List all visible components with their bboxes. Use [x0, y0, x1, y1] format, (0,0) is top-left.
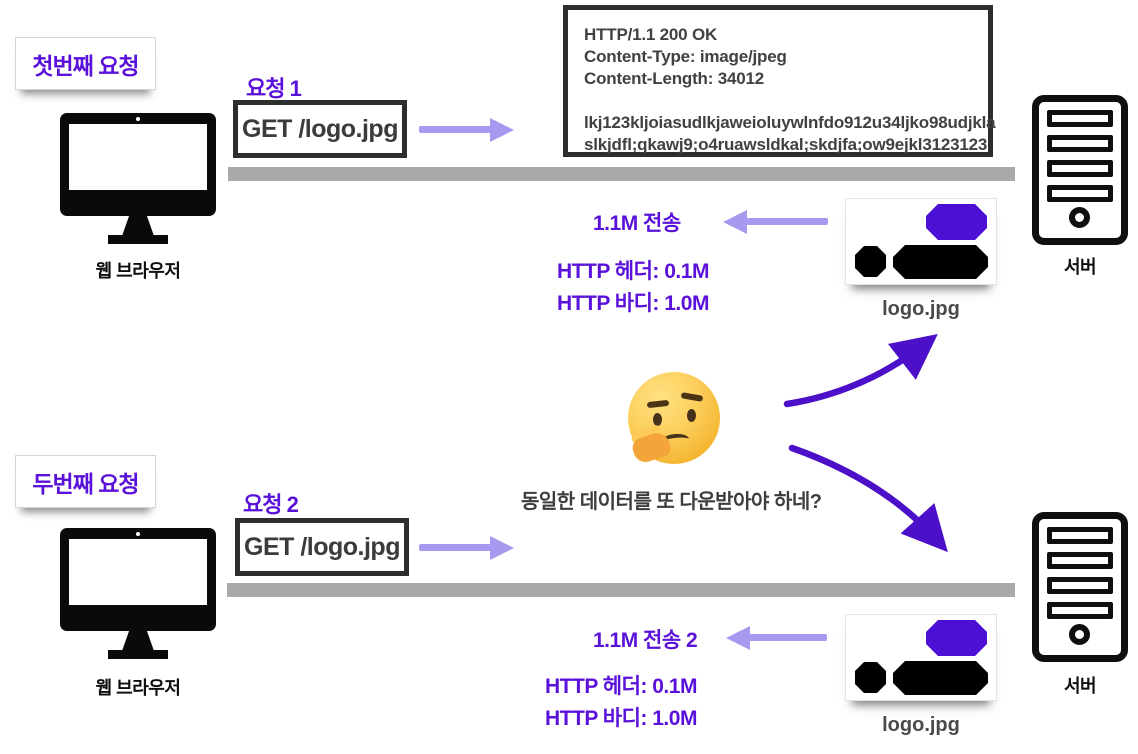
- arrow-left-1-icon: [746, 218, 828, 225]
- server-icon-1: [1032, 95, 1128, 245]
- logo-image-1: [845, 198, 997, 285]
- curved-arrows-icon: [783, 334, 948, 553]
- request-2-box: GET /logo.jpg: [235, 518, 409, 576]
- first-request-note: 첫번째 요청: [15, 37, 156, 90]
- logo-shape-small-black: [855, 246, 886, 277]
- response-box: HTTP/1.1 200 OK Content-Type: image/jpeg…: [563, 5, 996, 157]
- logo-label-1: logo.jpg: [882, 298, 960, 320]
- browser-label-2: 웹 브라우저: [95, 678, 181, 698]
- logo-label-2: logo.jpg: [882, 714, 960, 736]
- monitor-screen: [69, 124, 207, 190]
- logo-shape-small-black: [855, 662, 886, 693]
- logo-shape-large-black: [893, 245, 988, 279]
- response-content-length: Content-Length: 34012: [584, 69, 764, 88]
- arrow-right-1-icon: [419, 126, 491, 133]
- emoji-eye-right: [687, 409, 696, 422]
- server-slot: [1047, 135, 1113, 152]
- arrow-left-2-icon: [749, 634, 827, 641]
- server-slot: [1047, 552, 1113, 569]
- server-slot: [1047, 110, 1113, 127]
- request-2-text: GET /logo.jpg: [244, 532, 400, 561]
- response-body-line-1: lkj123kljoiasudlkjaweioluywlnfdo912u34lj…: [584, 113, 996, 132]
- response-body-line-2: slkjdfl;qkawj9;o4ruawsldkal;skdjfa;ow9ej…: [584, 135, 988, 154]
- http-header-size-2: HTTP 헤더: 0.1M: [545, 675, 697, 698]
- monitor-camera-dot: [136, 532, 140, 536]
- transfer-1-label: 1.1M 전송: [593, 212, 681, 235]
- server-slot: [1047, 527, 1113, 544]
- web-browser-icon-2: [60, 528, 216, 660]
- arrow-right-2-icon: [419, 544, 491, 551]
- second-request-note-text: 두번째 요청: [32, 470, 139, 497]
- http-body-size-2: HTTP 바디: 1.0M: [545, 707, 697, 730]
- server-icon-2: [1032, 512, 1128, 662]
- emoji-eye-left: [653, 413, 662, 426]
- monitor-stand: [122, 216, 154, 236]
- response-blank-line: [584, 90, 988, 112]
- browser-label-1: 웹 브라우저: [95, 261, 181, 281]
- response-content-type: Content-Type: image/jpeg: [584, 47, 787, 66]
- network-bar-1: [228, 167, 1015, 181]
- second-request-note: 두번째 요청: [15, 455, 156, 508]
- question-text: 동일한 데이터를 또 다운받아야 하네?: [521, 491, 822, 513]
- monitor-screen: [69, 539, 207, 605]
- request-1-text: GET /logo.jpg: [242, 114, 398, 143]
- curved-arrow-up-icon: [783, 334, 938, 408]
- response-status-line: HTTP/1.1 200 OK: [584, 25, 718, 44]
- server-slot: [1047, 602, 1113, 619]
- web-browser-icon-1: [60, 113, 216, 245]
- thinking-face-emoji-icon: [626, 372, 722, 468]
- http-body-size-1: HTTP 바디: 1.0M: [557, 292, 709, 315]
- curved-arrow-down-icon: [788, 444, 948, 553]
- request-1-box: GET /logo.jpg: [233, 100, 407, 158]
- server-slot: [1047, 160, 1113, 177]
- request-1-label: 요청 1: [246, 76, 302, 101]
- logo-shape-large-black: [893, 661, 988, 695]
- first-request-note-text: 첫번째 요청: [32, 52, 139, 79]
- logo-image-2: [845, 614, 997, 701]
- monitor-stand: [122, 631, 154, 651]
- monitor-base: [108, 650, 168, 659]
- monitor-base: [108, 235, 168, 244]
- request-2-label: 요청 2: [243, 492, 299, 517]
- network-bar-2: [227, 583, 1015, 597]
- server-label-1: 서버: [1063, 257, 1097, 277]
- server-power-dot: [1069, 624, 1090, 645]
- server-slot: [1047, 577, 1113, 594]
- http-header-size-1: HTTP 헤더: 0.1M: [557, 260, 709, 283]
- transfer-2-label: 1.1M 전송 2: [593, 629, 698, 652]
- logo-shape-purple: [926, 620, 987, 656]
- logo-shape-purple: [926, 204, 987, 240]
- server-power-dot: [1069, 207, 1090, 228]
- monitor-camera-dot: [136, 117, 140, 121]
- server-label-2: 서버: [1063, 676, 1097, 696]
- server-slot: [1047, 185, 1113, 202]
